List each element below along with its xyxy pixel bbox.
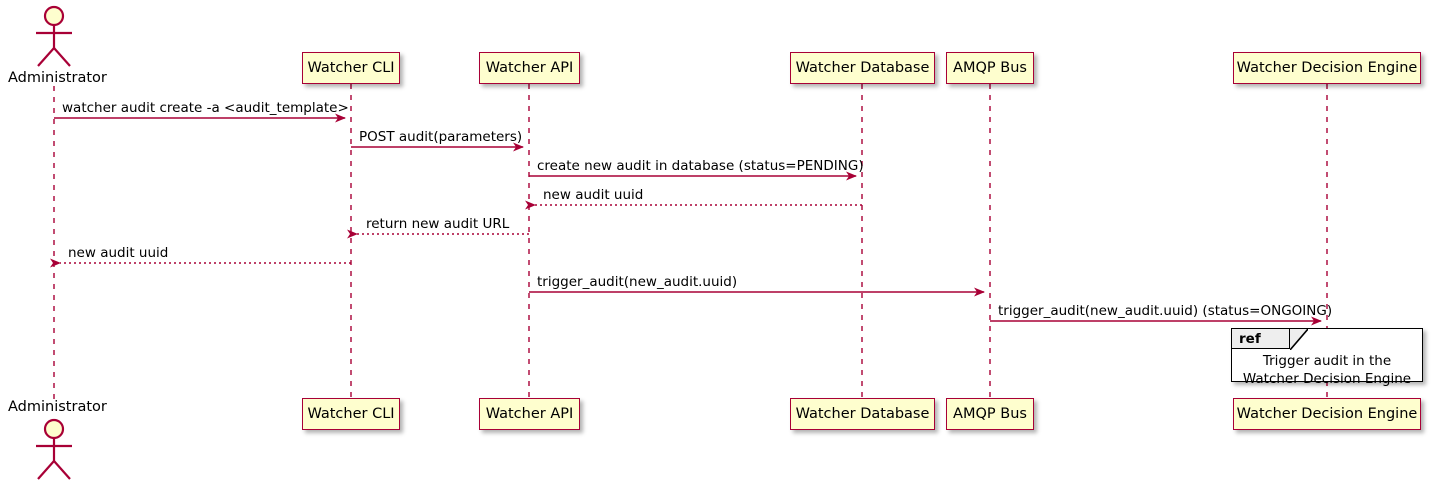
- ref-fragment[interactable]: ref Trigger audit in the Watcher Decisio…: [1231, 328, 1423, 387]
- message-label-8: trigger_audit(new_audit.uuid) (status=ON…: [998, 303, 1333, 319]
- participant-box-watcher-decision-engine-bottom[interactable]: Watcher Decision Engine: [1233, 398, 1421, 430]
- participant-box-watcher-api-bottom[interactable]: Watcher API: [479, 398, 580, 430]
- message-label-3: create new audit in database (status=PEN…: [537, 158, 864, 174]
- participant-box-watcher-cli-top[interactable]: Watcher CLI: [302, 52, 400, 84]
- message-label-1: watcher audit create -a <audit_template>: [62, 100, 349, 116]
- participant-box-watcher-api-top[interactable]: Watcher API: [479, 52, 580, 84]
- participant-box-watcher-cli-bottom[interactable]: Watcher CLI: [302, 398, 400, 430]
- actor-label-administrator-bottom: Administrator: [8, 399, 107, 415]
- message-label-6: new audit uuid: [68, 245, 169, 261]
- actor-label-administrator-top: Administrator: [8, 70, 107, 86]
- message-label-2: POST audit(parameters): [359, 129, 523, 145]
- participant-box-watcher-database-bottom[interactable]: Watcher Database: [790, 398, 935, 430]
- message-label-7: trigger_audit(new_audit.uuid): [537, 274, 738, 290]
- message-label-5: return new audit URL: [366, 216, 510, 232]
- participant-box-amqp-bus-bottom[interactable]: AMQP Bus: [946, 398, 1034, 430]
- message-label-4: new audit uuid: [543, 187, 644, 203]
- message-arrows: [50, 113, 1322, 326]
- ref-fragment-line-1: Trigger audit in the: [1262, 353, 1392, 369]
- participant-box-watcher-decision-engine-top[interactable]: Watcher Decision Engine: [1233, 52, 1421, 84]
- lifelines: [53, 84, 1328, 400]
- participant-box-watcher-database-top[interactable]: Watcher Database: [790, 52, 935, 84]
- ref-fragment-tab-corner: [1290, 329, 1308, 350]
- ref-fragment-keyword: ref: [1232, 329, 1290, 349]
- actor-administrator-top-glyph: [36, 5, 72, 67]
- actor-administrator-bottom-glyph: [36, 418, 72, 480]
- participant-box-amqp-bus-top[interactable]: AMQP Bus: [946, 52, 1034, 84]
- ref-fragment-line-2: Watcher Decision Engine: [1242, 370, 1412, 387]
- ref-fragment-body: Trigger audit in the Watcher Decision En…: [1232, 351, 1422, 389]
